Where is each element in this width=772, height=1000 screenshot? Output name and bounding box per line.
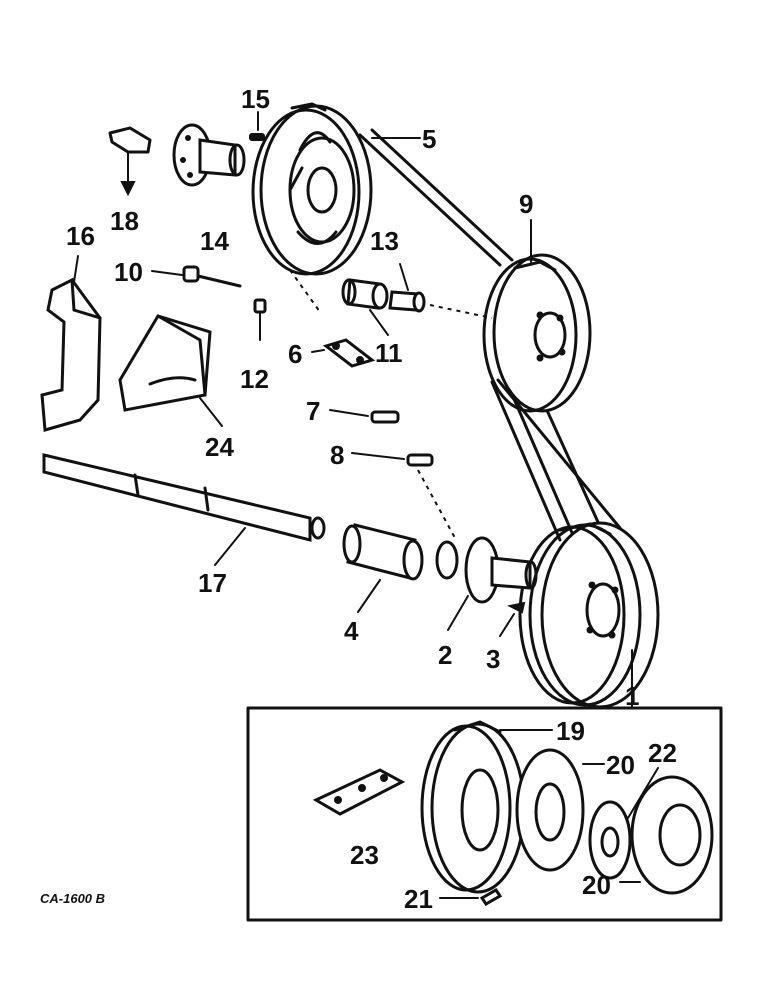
label-16: 16 bbox=[66, 221, 95, 251]
label-1: 1 bbox=[625, 681, 639, 711]
label-2: 2 bbox=[438, 640, 452, 670]
label-17: 17 bbox=[198, 568, 227, 598]
upper-sprocket bbox=[251, 102, 373, 276]
label-19: 19 bbox=[556, 716, 585, 746]
label-21: 21 bbox=[404, 884, 433, 914]
label-6: 6 bbox=[288, 339, 302, 369]
fitting-18 bbox=[108, 126, 152, 197]
sprocket-19 bbox=[420, 720, 553, 894]
roller-13 bbox=[388, 263, 426, 313]
label-7: 7 bbox=[306, 396, 320, 426]
bolt-10 bbox=[151, 265, 242, 288]
label-10: 10 bbox=[114, 257, 143, 287]
idler-sprocket bbox=[482, 253, 592, 413]
bracket-16 bbox=[40, 255, 102, 432]
chain-23 bbox=[312, 768, 406, 816]
part-labels: 15 5 9 18 14 16 13 10 6 11 12 7 24 8 17 … bbox=[66, 84, 677, 914]
sub-assembly-box bbox=[246, 706, 723, 922]
label-20-lower: 20 bbox=[582, 870, 611, 900]
label-9: 9 bbox=[519, 189, 533, 219]
label-23: 23 bbox=[350, 840, 379, 870]
bracket-24 bbox=[118, 314, 223, 427]
label-5: 5 bbox=[422, 124, 436, 154]
sleeve-4 bbox=[342, 523, 424, 613]
label-22: 22 bbox=[648, 738, 677, 768]
label-11: 11 bbox=[375, 338, 403, 368]
key-3 bbox=[499, 601, 526, 637]
drive-chain bbox=[358, 128, 622, 542]
label-18: 18 bbox=[110, 206, 139, 236]
chain-link-8 bbox=[351, 452, 434, 467]
label-12: 12 bbox=[240, 364, 269, 394]
chain-link-6 bbox=[311, 338, 376, 368]
label-13: 13 bbox=[370, 226, 399, 256]
shaft-17 bbox=[42, 453, 326, 566]
label-20-upper: 20 bbox=[606, 750, 635, 780]
figure-code: CA-1600 B bbox=[40, 891, 105, 906]
label-24: 24 bbox=[205, 432, 234, 462]
plate-20-upper bbox=[515, 748, 605, 872]
label-4: 4 bbox=[344, 616, 359, 646]
nut-12 bbox=[253, 298, 267, 341]
label-14: 14 bbox=[200, 226, 229, 256]
chain-link-7 bbox=[329, 409, 400, 424]
lower-hub bbox=[435, 536, 538, 631]
hub-22 bbox=[588, 767, 659, 880]
key-21 bbox=[439, 888, 503, 906]
label-15: 15 bbox=[241, 84, 270, 114]
main-sprocket bbox=[518, 521, 660, 709]
plate-20-lower bbox=[619, 775, 714, 895]
label-8: 8 bbox=[330, 440, 344, 470]
upper-hub bbox=[172, 123, 265, 187]
label-3: 3 bbox=[486, 644, 500, 674]
roller-11 bbox=[341, 278, 389, 336]
